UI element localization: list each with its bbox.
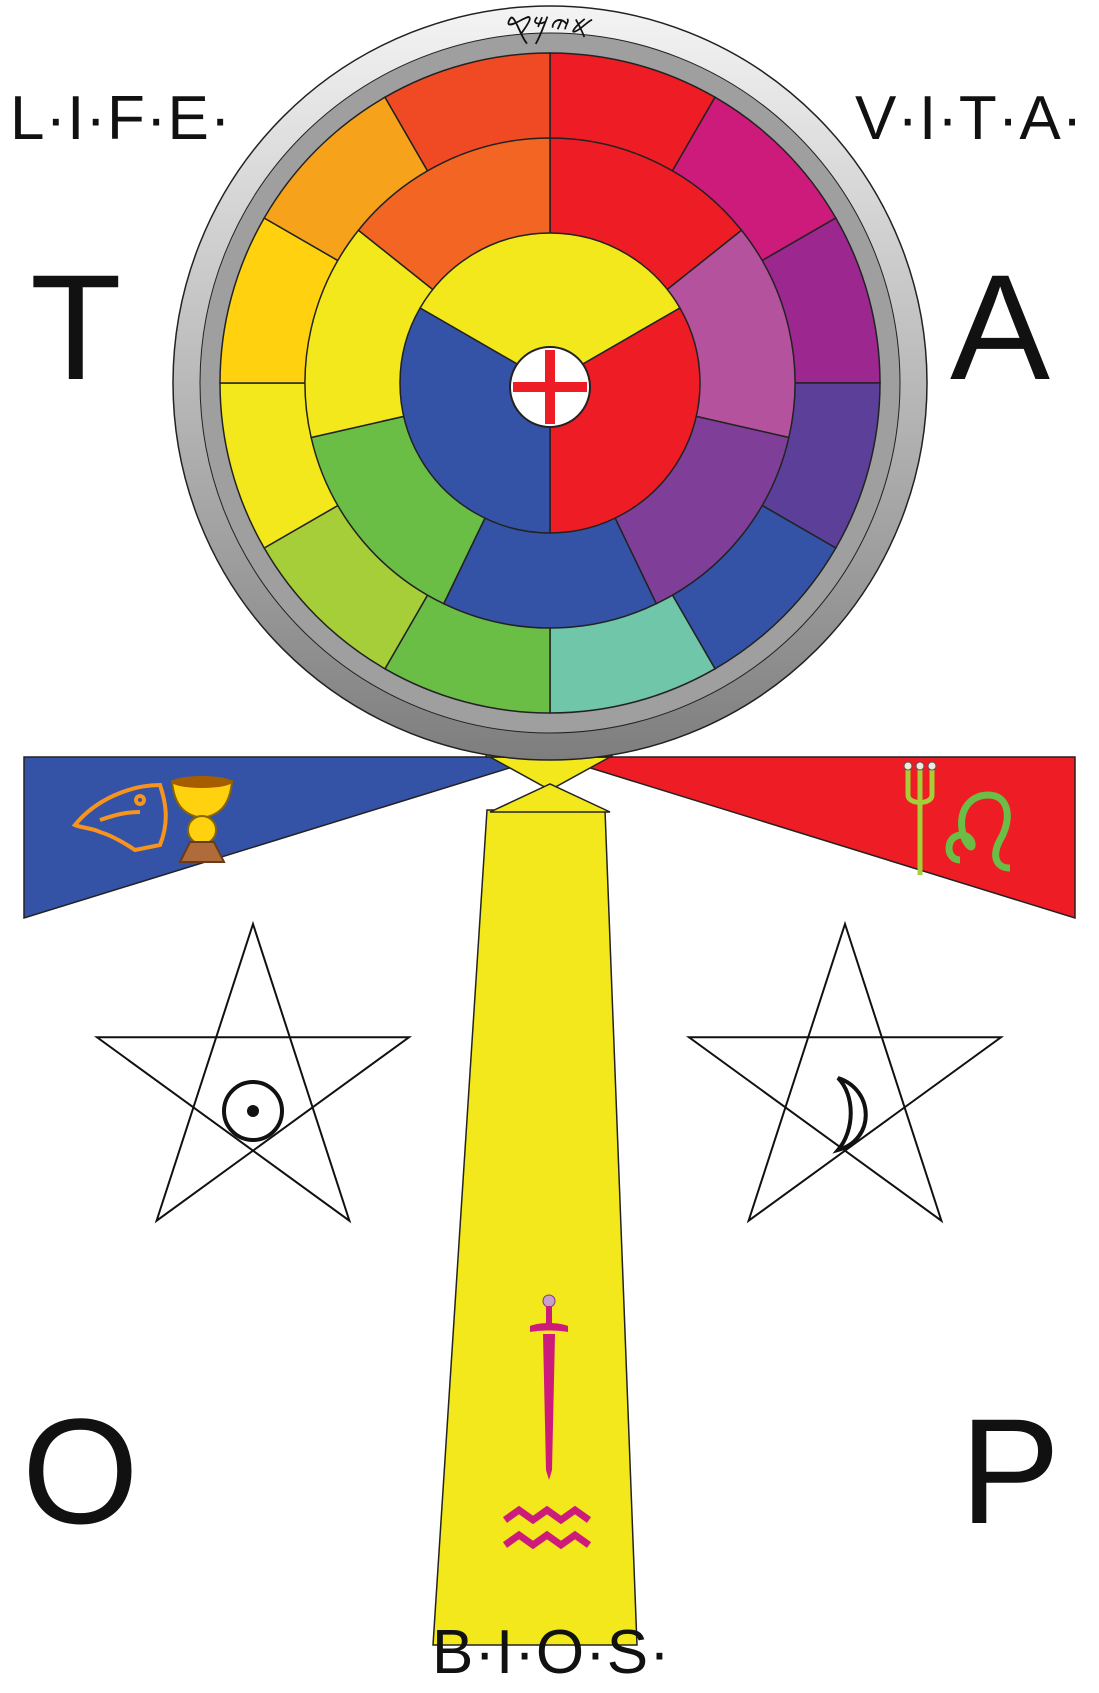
letter-t: T: [30, 252, 122, 402]
cross-icon: [510, 347, 590, 427]
sun-icon: [224, 1082, 282, 1140]
right-arm: [555, 757, 1075, 918]
label-vita: V·I·T·A·: [855, 88, 1083, 150]
left-arm: [24, 757, 545, 918]
letter-a: A: [950, 252, 1050, 402]
pentagram-outline: [689, 924, 1001, 1221]
ankh-knot-lower: [490, 784, 610, 812]
pentagram-icon: [689, 924, 1001, 1221]
letter-p: P: [960, 1396, 1060, 1546]
label-life: L·I·F·E·: [10, 88, 232, 150]
ring-inscription: 𐤀𐤉𐤌𐤒: [506, 8, 595, 46]
pentagram-outline: [97, 924, 409, 1221]
label-bios: B·I·O·S·: [432, 1622, 671, 1684]
pentagram-icon: [97, 924, 409, 1221]
letter-o: O: [22, 1396, 139, 1546]
